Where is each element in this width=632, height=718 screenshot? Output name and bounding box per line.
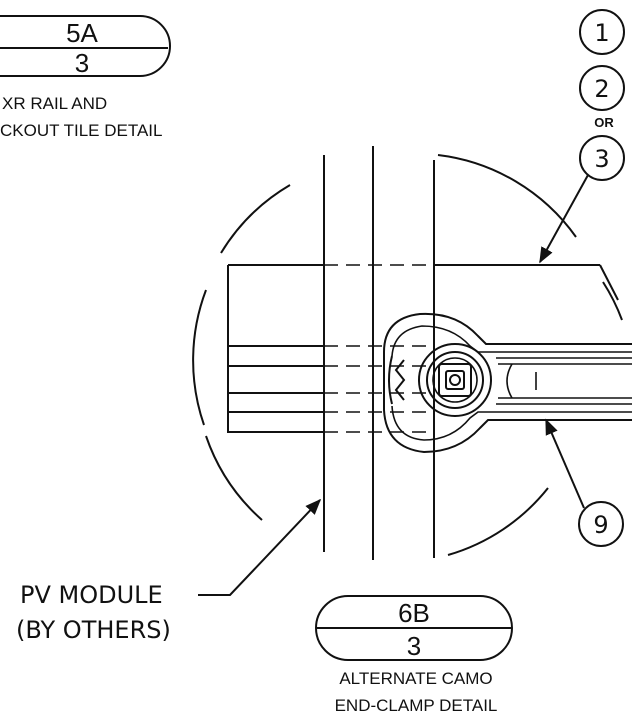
callout-3: 3 xyxy=(579,135,625,181)
detail-5a-caption-line1: XR RAIL AND xyxy=(2,94,107,113)
callout-9: 9 xyxy=(578,501,624,547)
svg-text:1: 1 xyxy=(594,19,609,47)
pv-module-frame xyxy=(323,146,435,560)
pv-module-leader xyxy=(198,498,322,596)
detail-tag-6b-sheet: 3 xyxy=(407,631,421,661)
detail-tag-5a: 5A 3 xyxy=(0,15,171,78)
svg-text:9: 9 xyxy=(593,511,608,539)
detail-tag-5a-outline xyxy=(0,15,171,77)
detail-circle xyxy=(192,154,623,556)
detail-5a-caption-line2: CKOUT TILE DETAIL xyxy=(0,121,163,140)
svg-text:3: 3 xyxy=(594,145,609,173)
detail-tag-6b-number: 6B xyxy=(398,598,430,628)
svg-text:2: 2 xyxy=(594,75,609,103)
camo-end-clamp xyxy=(383,312,632,454)
detail-tag-6b: 6B 3 xyxy=(315,595,513,661)
callout-2: 2 xyxy=(579,65,625,111)
or-label: OR xyxy=(594,115,614,130)
callout-1: 1 xyxy=(579,9,625,55)
detail-6b-caption-line2: END-CLAMP DETAIL xyxy=(335,696,498,715)
detail-tag-5a-number: 5A xyxy=(66,18,98,48)
pv-module-label-line2: (BY OTHERS) xyxy=(16,616,171,644)
callout-3-leader xyxy=(539,174,589,264)
detail-tag-5a-sheet: 3 xyxy=(75,48,89,78)
rail xyxy=(227,264,619,433)
pv-module-label-line1: PV MODULE xyxy=(20,581,163,609)
callout-9-leader xyxy=(545,418,585,509)
detail-6b-caption-line1: ALTERNATE CAMO xyxy=(339,669,492,688)
